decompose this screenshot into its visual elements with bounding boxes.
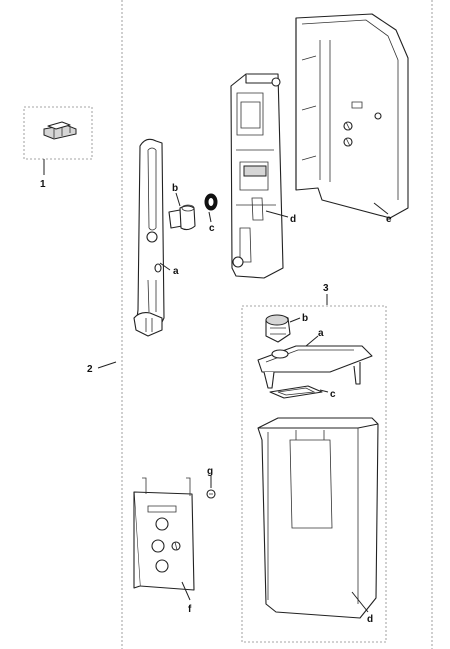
label-a-part-3: a — [318, 328, 324, 339]
label-c-part-2: c — [209, 223, 215, 234]
part-2a-slide-bar — [133, 138, 171, 337]
label-g: g — [207, 466, 213, 477]
label-a-part-2: a — [173, 266, 179, 277]
label-d-part-2: d — [290, 214, 296, 225]
part-3d-container — [257, 417, 379, 619]
part-2d-frame — [230, 73, 289, 279]
label-e-part-2: e — [386, 214, 392, 225]
part-2f-bracket — [133, 477, 195, 601]
part-3c-gasket — [269, 385, 329, 399]
label-b-part-2: b — [172, 183, 178, 194]
part-3b-valve — [265, 314, 301, 343]
part-1-clip — [23, 106, 93, 175]
callout-2: 2 — [87, 364, 93, 375]
label-b-part-3: b — [302, 313, 308, 324]
label-f: f — [188, 604, 192, 615]
part-2c-o-ring — [204, 193, 218, 223]
assembly-2-boundary — [121, 0, 433, 649]
assembly-3-boundary — [241, 294, 387, 643]
label-d-part-3: d — [367, 614, 373, 625]
part-2g-screw — [206, 476, 216, 499]
callout-1: 1 — [40, 179, 46, 190]
part-2e-housing — [295, 13, 409, 219]
assembly-2-leader — [97, 361, 117, 369]
callout-3: 3 — [323, 283, 329, 294]
part-2b-knob — [168, 192, 196, 231]
part-3a-cap-plate — [257, 335, 373, 389]
label-c-part-3: c — [330, 389, 336, 400]
